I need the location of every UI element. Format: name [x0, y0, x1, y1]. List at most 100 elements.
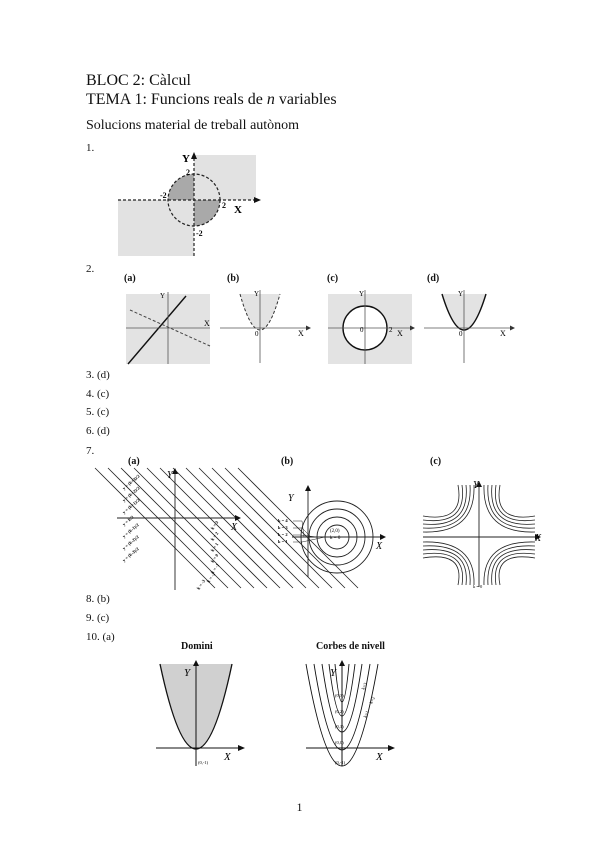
fig2a-x: X	[204, 319, 210, 328]
item-3: 3. (d)	[86, 369, 110, 381]
fig7a-k-label-3: k = 0	[210, 552, 220, 563]
fig1-region-q3	[118, 200, 194, 256]
fig7a-level-line	[211, 467, 333, 589]
fig10-domini-y: Y	[184, 667, 192, 679]
fig2-label-b: (b)	[227, 273, 240, 284]
item-9: 9. (c)	[86, 612, 110, 624]
fig1-tick-xm2: -2	[160, 191, 167, 200]
fig7a-x: X	[230, 522, 238, 533]
fig7a-k-label-2: k = 1	[210, 541, 220, 552]
fig7a-k-label-5: k = -2	[206, 571, 217, 584]
fig2c-two: 2	[389, 326, 393, 334]
fig7a-level-line	[172, 467, 294, 589]
fig2c-zero: 0	[360, 326, 364, 334]
fig7c-curve	[483, 484, 536, 533]
item-7: 7.	[86, 445, 95, 457]
fig7c-k0: k = 0	[473, 584, 483, 589]
figure-7c: X Y k = 0	[422, 480, 542, 589]
item-6: 6. (d)	[86, 425, 110, 437]
fig10-level-2: (0,1)	[335, 724, 344, 730]
fig2c-x: X	[397, 329, 403, 338]
figure-2a: X Y	[126, 292, 211, 365]
fig10-k-2: k=1	[362, 710, 370, 718]
fig7c-x: X	[534, 533, 542, 544]
fig1-sector-q4	[194, 200, 220, 226]
fig7b-k-label-2: k = 2	[278, 532, 288, 537]
fig7a-level-line	[133, 467, 255, 589]
fig7b-k-label-3: k = 1	[278, 539, 288, 544]
fig10-domini-x: X	[223, 751, 232, 763]
item-4: 4. (c)	[86, 388, 110, 400]
fig7a-level-line	[198, 467, 320, 589]
fig7-label-a: (a)	[128, 456, 140, 467]
fig7a-level-line	[159, 467, 281, 589]
fig2d-y: Y	[458, 290, 463, 298]
fig7a-level-line	[185, 467, 307, 589]
figure-10-corbes: X Y (0,3) (0,2) (0,1) (0,0) (0,-1) k=3 k…	[305, 660, 395, 767]
fig2b-zero: 0	[255, 330, 259, 338]
item-10: 10. (a)	[86, 631, 115, 643]
fig1-x-label: X	[234, 204, 242, 216]
fig7b-k-label-0: k = 4	[278, 518, 288, 523]
bloc-title: BLOC 2: Càlcul	[86, 72, 191, 89]
fig7a-y: Y	[167, 470, 174, 481]
fig7c-curve	[487, 484, 536, 529]
fig10-domini-point: (0,-1)	[198, 760, 209, 766]
fig7c-y: Y	[473, 480, 480, 491]
fig7a-level-line	[224, 467, 346, 589]
fig10-level-0: (0,3)	[335, 693, 344, 699]
subtitle: Solucions material de treball autònom	[86, 118, 300, 133]
fig7b-y: Y	[288, 493, 295, 504]
fig2c-y: Y	[359, 290, 364, 298]
fig7a-level-line	[146, 467, 268, 589]
fig7c-curve	[422, 541, 475, 586]
fig7a-level-line	[120, 467, 242, 589]
fig1-sector-q2	[168, 174, 194, 200]
fig10-point: (0,-1)	[335, 760, 346, 766]
fig10-corbes-title: Corbes de nivell	[316, 641, 385, 652]
fig1-tick-y2: 2	[186, 168, 190, 177]
fig2d-x: X	[500, 329, 506, 338]
fig7c-curve	[494, 484, 536, 522]
figure-7b: X Y (2,0) k = 0 k = 4 k = 3 k = 2 k = 1	[278, 485, 386, 577]
fig7a-k-label-6: k = -3	[196, 578, 207, 591]
fig7c-curve	[487, 545, 536, 586]
fig7c-curve	[422, 556, 460, 586]
fig7-label-b: (b)	[281, 456, 294, 467]
fig7c-curve	[422, 484, 467, 525]
fig7b-k-label-1: k = 3	[278, 525, 288, 530]
fig1-region-q1	[194, 155, 256, 200]
fig7a-k-label-1: k = 2	[210, 530, 220, 541]
fig7c-curve	[491, 484, 536, 525]
figure-2d: X Y 0	[424, 290, 515, 363]
fig10-domini-title: Domini	[181, 641, 213, 652]
fig10-level-1: (0,2)	[335, 709, 344, 715]
figure-1: X Y 2 2 -2 -2	[118, 152, 261, 256]
fig7b-x: X	[375, 541, 383, 552]
fig2-label-c: (c)	[327, 273, 339, 284]
fig7c-curve	[422, 484, 464, 522]
fig2b-x: X	[298, 329, 304, 338]
page-number: 1	[296, 800, 303, 814]
fig1-tick-x2: 2	[222, 201, 226, 210]
fig7a-level-line	[107, 467, 229, 589]
fig7c-curve	[422, 484, 475, 533]
fig7a-k-label-4: k = -1	[210, 562, 221, 575]
fig1-y-label: Y	[182, 153, 190, 165]
tema-title: TEMA 1: Funcions reals de n variables	[86, 91, 337, 109]
fig7c-curve	[498, 556, 536, 586]
fig7c-curve	[422, 484, 460, 518]
fig7a-level-line	[94, 467, 216, 589]
figure-7a: X Y y = (k+3)/2 y = (k+2)/2 y = (k+1)/2 …	[94, 467, 359, 591]
fig10-level-3: (0,0)	[335, 740, 344, 746]
fig2a-y: Y	[160, 292, 165, 300]
fig7c-curve	[422, 484, 471, 529]
fig7c-curve	[422, 549, 467, 586]
fig10-corbes-x: X	[375, 751, 384, 763]
figure-10-domini: X Y (0,-1)	[156, 660, 245, 766]
item-1: 1.	[86, 142, 95, 154]
fig7b-k0: k = 0	[330, 536, 341, 541]
fig10-k-1: k=2	[368, 696, 376, 704]
fig2-label-a: (a)	[124, 273, 136, 284]
fig7c-curve	[491, 549, 536, 586]
